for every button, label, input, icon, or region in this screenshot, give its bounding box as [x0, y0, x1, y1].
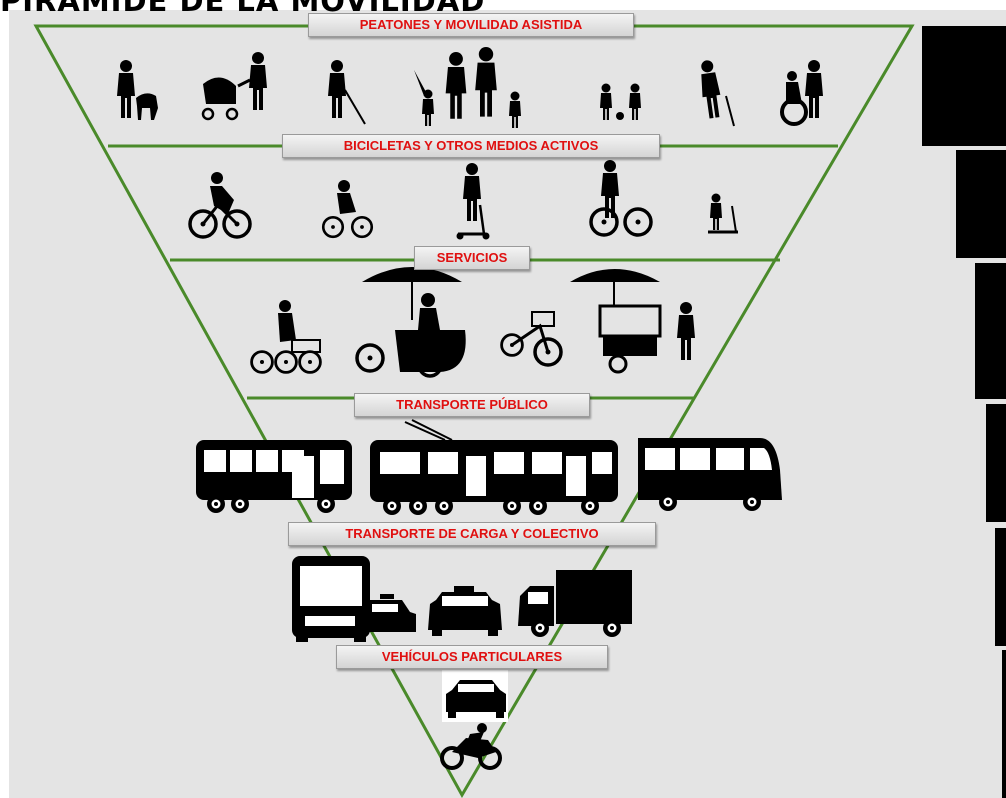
blind-person-with-cane-icon: [328, 60, 366, 125]
delivery-tricycle-icon: [500, 311, 563, 367]
car-icon: [442, 670, 508, 722]
right-bar-5: [995, 528, 1006, 646]
child-on-scooter-icon: [708, 193, 738, 234]
cargo-tricycle-icon: [250, 300, 322, 374]
tier-label-bicycles: BICICLETAS Y OTROS MEDIOS ACTIVOS: [282, 134, 660, 158]
person-with-stroller-icon: [201, 52, 267, 121]
tier-label-public-transport: TRANSPORTE PÚBLICO: [354, 393, 590, 417]
vendor-cart-tricycle-icon: [355, 267, 466, 378]
street-vendor-cart-icon: [570, 269, 695, 374]
person-with-bicycle-icon: [589, 160, 653, 237]
cyclist-icon: [188, 172, 252, 239]
person-with-dog-icon: [117, 60, 158, 120]
kick-scooter-rider-icon: [456, 163, 490, 240]
child-cyclist-icon: [321, 180, 374, 239]
right-bar-6: [1002, 650, 1006, 798]
wheelchair-with-caregiver-icon: [780, 60, 823, 126]
coach-bus-icon: [292, 556, 370, 642]
minibus-icon: [638, 438, 782, 511]
children-playing-ball-icon: [600, 83, 641, 120]
right-bar-3: [975, 263, 1006, 399]
motorcycle-icon: [440, 723, 502, 770]
right-bar-1: [922, 26, 1006, 146]
tier-label-services: SERVICIOS: [414, 246, 530, 270]
taxi-icon: [366, 594, 416, 632]
taxi-front-icon: [428, 586, 502, 636]
trolleybus-icon: [370, 419, 618, 515]
elderly-person-with-cane-icon: [697, 59, 735, 127]
right-bar-4: [986, 404, 1006, 522]
tier-label-pedestrians: PEATONES Y MOVILIDAD ASISTIDA: [308, 13, 634, 37]
bus-icon: [196, 440, 352, 513]
page-title: PIRÁMIDE DE LA MOVILIDAD: [0, 0, 486, 18]
cargo-truck-icon: [518, 570, 632, 637]
tier-label-cargo-collective: TRANSPORTE DE CARGA Y COLECTIVO: [288, 522, 656, 546]
family-icon: [414, 46, 521, 128]
right-bar-2: [956, 150, 1006, 258]
tier-label-private-vehicles: VEHÍCULOS PARTICULARES: [336, 645, 608, 669]
